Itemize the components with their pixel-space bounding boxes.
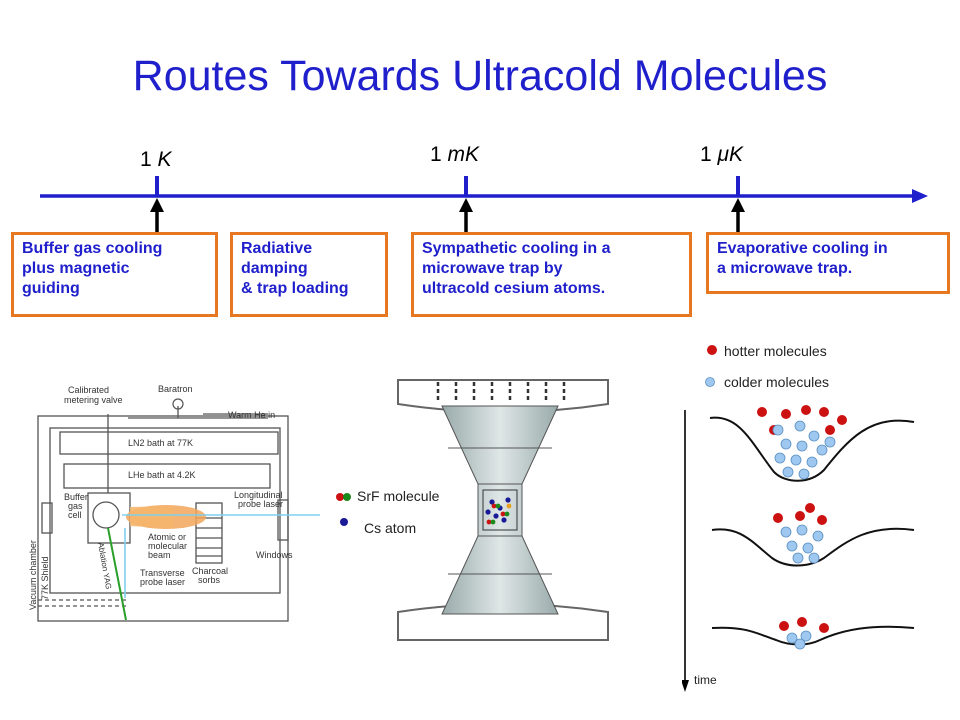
box-radiative: Radiative damping & trap loading xyxy=(230,232,388,317)
box-evaporative: Evaporative cooling in a microwave trap. xyxy=(706,232,950,294)
hot-dot xyxy=(707,345,717,355)
well-3-particles xyxy=(779,617,829,650)
label-charcoal2: sorbs xyxy=(198,575,221,585)
label-warm-he: Warm He in xyxy=(228,410,275,420)
microwave-trap-diagram xyxy=(397,379,609,641)
slide-title: Routes Towards Ultracold Molecules xyxy=(132,52,828,100)
label-atomic3: beam xyxy=(148,550,171,560)
apparatus-diagram: Calibrated metering valve Baratron Warm … xyxy=(28,384,320,622)
cs-dot xyxy=(340,518,348,526)
arrow-1 xyxy=(150,198,164,233)
well-1-particles xyxy=(757,405,847,480)
label-shield: 77K Shield xyxy=(40,556,50,600)
label-transverse2: probe laser xyxy=(140,577,185,587)
time-label: time xyxy=(694,673,717,687)
label-longitudinal: Longitudinal xyxy=(234,490,283,500)
label-lhe: LHe bath at 4.2K xyxy=(128,470,196,480)
cold-dot xyxy=(705,377,715,387)
evap-legend-icons xyxy=(705,345,717,387)
label-ablation: Ablation YAG xyxy=(96,542,113,590)
legend-cold: colder molecules xyxy=(724,374,830,390)
label-charcoal: Charcoal xyxy=(192,566,228,576)
evaporative-diagram: time xyxy=(682,405,915,692)
well-2-particles xyxy=(773,503,827,564)
label-buffer2: gas xyxy=(68,501,83,511)
label-atomic: Atomic or xyxy=(148,532,186,542)
arrow-3 xyxy=(731,198,745,233)
label-longitudinal2: probe laser xyxy=(238,499,283,509)
timeline-axis xyxy=(40,176,928,233)
label-metering2: metering valve xyxy=(64,395,123,405)
label-buffer3: cell xyxy=(68,510,82,520)
legend-srf: SrF molecule xyxy=(357,488,440,504)
trap-legend-icons xyxy=(336,493,351,526)
srf-red-dot xyxy=(336,493,344,501)
label-atomic2: molecular xyxy=(148,541,187,551)
label-baratron: Baratron xyxy=(158,384,193,394)
label-metering: Calibrated xyxy=(68,385,109,395)
label-vacuum: Vacuum chamber xyxy=(28,540,38,610)
box-buffer-gas: Buffer gas cooling plus magnetic guiding xyxy=(11,232,218,317)
label-windows: Windows xyxy=(256,550,293,560)
label-ln2: LN2 bath at 77K xyxy=(128,438,193,448)
legend-hot: hotter molecules xyxy=(724,343,827,359)
label-buffer: Buffer xyxy=(64,492,88,502)
box-sympathetic: Sympathetic cooling in a microwave trap … xyxy=(411,232,692,317)
srf-green-dot xyxy=(343,493,351,501)
tick-label-1mk: 1 mK xyxy=(430,143,480,166)
label-transverse: Transverse xyxy=(140,568,185,578)
legend-cs: Cs atom xyxy=(364,520,417,536)
arrow-2 xyxy=(459,198,473,233)
tick-label-1uk: 1 μK xyxy=(700,143,744,166)
trap-particles xyxy=(485,497,512,525)
tick-label-1k: 1 K xyxy=(140,148,172,171)
